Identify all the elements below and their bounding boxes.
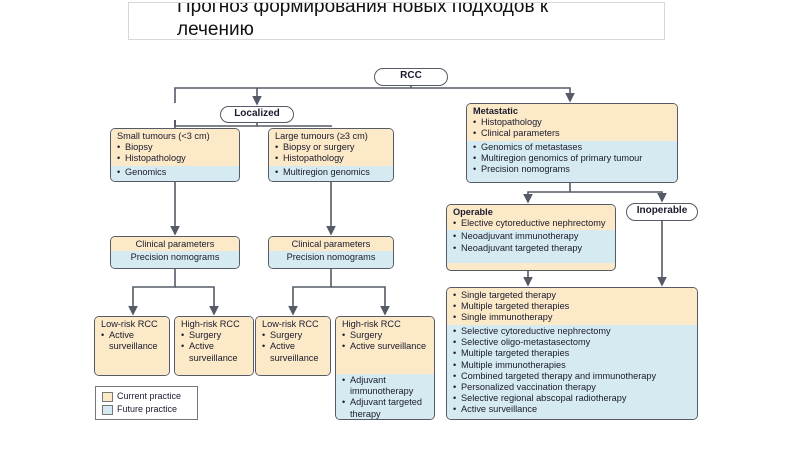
list-item: Surgery — [342, 330, 428, 341]
list-item: Active surveillance — [101, 330, 163, 352]
high-risk-header: High-risk RCC — [342, 319, 401, 329]
list-item: Active surveillance — [342, 341, 428, 352]
list-item: Multiple immunotherapies — [453, 360, 691, 371]
list-item: Selective cytoreductive nephrectomy — [453, 326, 691, 337]
list-item: Multiregion genomics of primary tumour — [473, 153, 671, 164]
metastatic-box: Metastatic Histopathology Clinical param… — [466, 103, 678, 183]
future-practice-swatch — [102, 404, 113, 415]
list-item: Personalized vaccination therapy — [453, 382, 691, 393]
low-risk-header: Low-risk RCC — [101, 319, 158, 329]
list-item: Histopathology — [473, 117, 671, 128]
list-item: Selective oligo-metastasectomy — [453, 337, 691, 348]
operable-box: Operable Elective cytoreductive nephrect… — [446, 204, 616, 271]
clinical-parameters-label: Clinical parameters — [269, 237, 393, 252]
small-tumours-box: Small tumours (<3 cm) Biopsy Histopathol… — [110, 128, 240, 182]
list-item: Histopathology — [275, 153, 387, 164]
list-item: Selective regional abscopal radiotherapy — [453, 393, 691, 404]
list-item: Multiple targeted therapies — [453, 301, 691, 312]
list-item: Biopsy or surgery — [275, 142, 387, 153]
precision-nomograms-label: Precision nomograms — [269, 251, 393, 268]
list-item: Active surveillance — [262, 341, 324, 363]
large-tumours-box: Large tumours (≥3 cm) Biopsy or surgery … — [268, 128, 394, 182]
list-item: Adjuvant targeted therapy — [342, 397, 428, 419]
clinical-parameters-left-box: Clinical parameters Precision nomograms — [110, 236, 240, 269]
list-item: Active surveillance — [181, 341, 247, 363]
list-item: Precision nomograms — [473, 164, 671, 175]
list-item: Genomics of metastases — [473, 142, 671, 153]
list-item: Single targeted therapy — [453, 290, 691, 301]
slide-title: Прогноз формирования новых подходов к ле… — [177, 2, 549, 40]
list-item: Clinical parameters — [473, 128, 671, 139]
list-item: Neoadjuvant immunotherapy — [453, 231, 609, 242]
precision-nomograms-label: Precision nomograms — [111, 251, 239, 268]
localized-node: Localized — [220, 106, 294, 123]
connector-rcc — [174, 87, 575, 103]
legend-future-row: Future practice — [102, 403, 191, 416]
operable-header: Operable — [453, 207, 493, 217]
rcc-node: RCC — [374, 68, 448, 86]
clinical-parameters-right-box: Clinical parameters Precision nomograms — [268, 236, 394, 269]
legend-future-label: Future practice — [117, 404, 178, 414]
list-item: Neoadjuvant targeted therapy — [453, 243, 609, 254]
high-risk-box-1: High-risk RCC Surgery Active surveillanc… — [174, 316, 254, 376]
list-item: Biopsy — [117, 142, 233, 153]
list-item: Single immunotherapy — [453, 312, 691, 323]
inoperable-node: Inoperable — [626, 203, 698, 221]
current-practice-swatch — [102, 391, 113, 402]
small-tumours-header: Small tumours (<3 cm) — [117, 131, 210, 141]
metastatic-header: Metastatic — [473, 106, 518, 116]
legend: Current practice Future practice — [95, 386, 198, 420]
list-item: Elective cytoreductive nephrectomy — [453, 218, 609, 229]
low-risk-header: Low-risk RCC — [262, 319, 319, 329]
list-item: Surgery — [262, 330, 324, 341]
list-item: Histopathology — [117, 153, 233, 164]
list-item: Surgery — [181, 330, 247, 341]
list-item: Adjuvant immunotherapy — [342, 375, 428, 397]
high-risk-header: High-risk RCC — [181, 319, 240, 329]
high-risk-box-2: High-risk RCC Surgery Active surveillanc… — [335, 316, 435, 420]
low-risk-box-1: Low-risk RCC Active surveillance — [94, 316, 170, 376]
list-item: Multiple targeted therapies — [453, 348, 691, 359]
list-item: Active surveillance — [453, 404, 691, 415]
large-tumours-header: Large tumours (≥3 cm) — [275, 131, 368, 141]
treatments-box: Single targeted therapy Multiple targete… — [446, 287, 698, 420]
legend-current-label: Current practice — [117, 391, 182, 401]
legend-current-row: Current practice — [102, 390, 191, 403]
list-item: Multiregion genomics — [275, 167, 387, 178]
low-risk-box-2: Low-risk RCC Surgery Active surveillance — [255, 316, 331, 376]
clinical-parameters-label: Clinical parameters — [111, 237, 239, 252]
slide-title-box: Прогноз формирования новых подходов к ле… — [128, 2, 665, 40]
list-item: Combined targeted therapy and immunother… — [453, 371, 691, 382]
list-item: Genomics — [117, 167, 233, 178]
